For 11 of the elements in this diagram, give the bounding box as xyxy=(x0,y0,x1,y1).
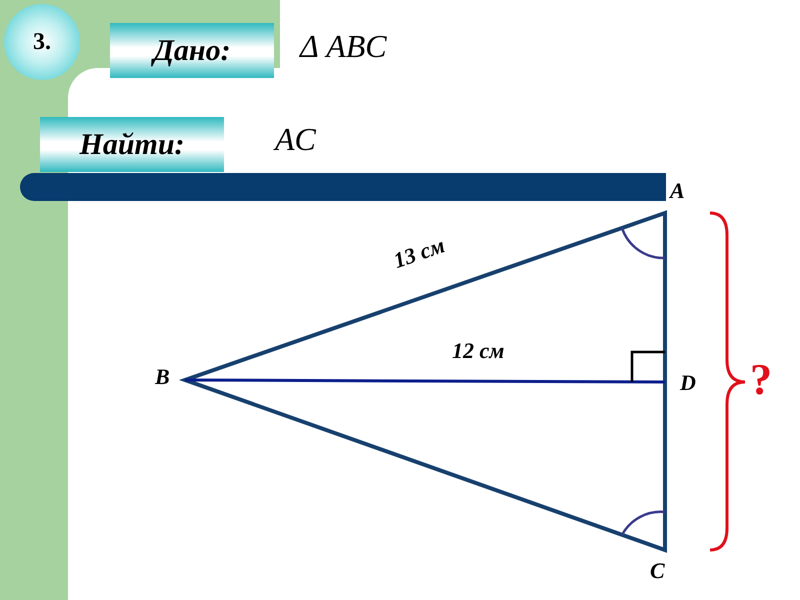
vertex-label: C xyxy=(650,560,665,582)
vertex-label: D xyxy=(680,372,696,394)
side-length-label: 12 см xyxy=(452,340,504,362)
vertex-label: A xyxy=(670,180,685,202)
find-value: AC xyxy=(275,123,316,155)
given-value: Δ ABC xyxy=(300,30,387,62)
side-length-label: 13 см xyxy=(390,234,448,272)
question-mark: ? xyxy=(750,358,772,402)
vertex-label: B xyxy=(155,366,170,388)
given-heading: Дано: xyxy=(110,23,274,78)
find-heading: Найти: xyxy=(40,117,224,172)
